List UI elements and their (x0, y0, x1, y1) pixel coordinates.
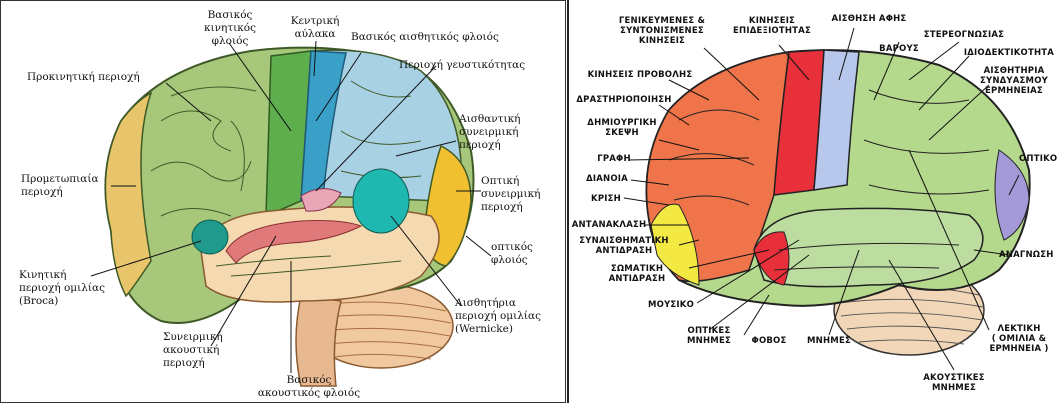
label-basic-auditory-cortex: Βασικός ακουστικός φλοιός (249, 374, 369, 400)
r-label-movement-skills: ΚΙΝΗΣΕΙΣ ΕΠΙΔΕΞΙΟΤΗΤΑΣ (727, 16, 817, 36)
label-taste-area: Περιοχή γευστικότητας (399, 59, 559, 72)
r-label-creative-thinking: ΔΗΜΙΟΥΡΓΙΚΗ ΣΚΕΨΗ (577, 118, 667, 138)
r-label-physical-reaction: ΣΩΜΑΤΙΚΗ ΑΝΤΙΔΡΑΣΗ (587, 264, 687, 284)
r-label-writing: ΓΡΑΦΗ (589, 154, 639, 164)
label-basic-sensory-cortex: Βασικός αισθητικός φλοιός (351, 31, 521, 44)
label-prefrontal-area: Προμετωπιαία περιοχή (21, 173, 111, 199)
label-broca-area: Κινητική περιοχή ομιλίας (Broca) (19, 269, 119, 308)
r-label-sense-association: ΑΙΣΘΗΤΗΡΙΑ ΣΥΝΔΥΑΣΜΟΥ ΕΡΜΗΝΕΙΑΣ (969, 66, 1059, 96)
label-visual-cortex: οπτικός φλοιός (491, 241, 551, 267)
label-wernicke-area: Αισθητήρια περιοχή ομιλίας (Wernicke) (455, 297, 555, 336)
label-visual-association-area: Οπτική συνειρμική περιοχή (481, 175, 557, 214)
r-label-reflection: ΑΝΤΑΝΑΚΛΑΣΗ (569, 220, 649, 230)
r-label-visual-memories: ΟΠΤΙΚΕΣ ΜΝΗΜΕΣ (669, 326, 749, 346)
brainstem (296, 296, 341, 386)
label-premotor-area: Προκινητική περιοχή (27, 71, 167, 84)
r-label-emotional-reaction: ΣΥΝΑΙΣΘΗΜΑΤΙΚΗ ΑΝΤΙΔΡΑΣΗ (569, 236, 679, 256)
label-central-sulcus: Κεντρική αύλακα (283, 15, 347, 41)
broca-area (192, 220, 228, 254)
r-label-intellect: ΔΙΑΝΟΙΑ (577, 174, 637, 184)
r-label-touch: ΑΙΣΘΗΣΗ ΑΦΗΣ (824, 14, 914, 24)
right-brain-diagram: ΓΕΝΙΚΕΥΜΕΝΕΣ & ΣΥΝΤΟΝΙΣΜΕΝΕΣ ΚΙΝΗΣΕΙΣ ΚΙ… (567, 0, 1059, 403)
label-auditory-association-area: Συνειρμική ακουστική περιοχή (163, 331, 243, 370)
r-label-judgment: ΚΡΙΣΗ (581, 194, 631, 204)
r-label-stereognosis: ΣΤΕΡΕΟΓΝΩΣΙΑΣ (914, 30, 1014, 40)
r-label-general-movements: ΓΕΝΙΚΕΥΜΕΝΕΣ & ΣΥΝΤΟΝΙΣΜΕΝΕΣ ΚΙΝΗΣΕΙΣ (607, 16, 717, 46)
r-label-proprioception: ΙΔΙΟΔΕΚΤΙΚΟΤΗΤΑ (957, 48, 1059, 58)
r-label-reading: ΑΝΑΓΝΩΣΗ (999, 250, 1059, 260)
label-basic-motor-cortex: Βασικός κινητικός φλοιός (189, 9, 271, 48)
r-label-lexical: ΛΕΚΤΙΚΗ ( ΟΜΙΛΙΑ & ΕΡΜΗΝΕΙΑ ) (977, 324, 1059, 354)
r-label-fear: ΦΟΒΟΣ (744, 336, 794, 346)
r-label-forecast-moves: ΚΙΝΗΣΕΙΣ ΠΡΟΒΟΛΗΣ (575, 70, 705, 80)
wernicke-area (353, 169, 409, 233)
label-sensory-association-area: Αισθαντική συνειρμική περιοχή (459, 113, 539, 152)
r-label-musical: ΜΟΥΣΙΚΟ (641, 300, 701, 310)
r-label-auditory-memories: ΑΚΟΥΣΤΙΚΕΣ ΜΝΗΜΕΣ (909, 373, 999, 393)
r-label-activation: ΔΡΑΣΤΗΡΙΟΠΟΙΗΣΗ (569, 95, 679, 105)
r-label-memories: ΜΝΗΜΕΣ (799, 336, 859, 346)
r-label-optic: ΟΠΤΙΚΟ (1019, 154, 1059, 164)
left-brain-diagram: Βασικός κινητικός φλοιός Κεντρική αύλακα… (0, 0, 566, 403)
r-label-weight: ΒΑΡΟΥΣ (869, 44, 929, 54)
